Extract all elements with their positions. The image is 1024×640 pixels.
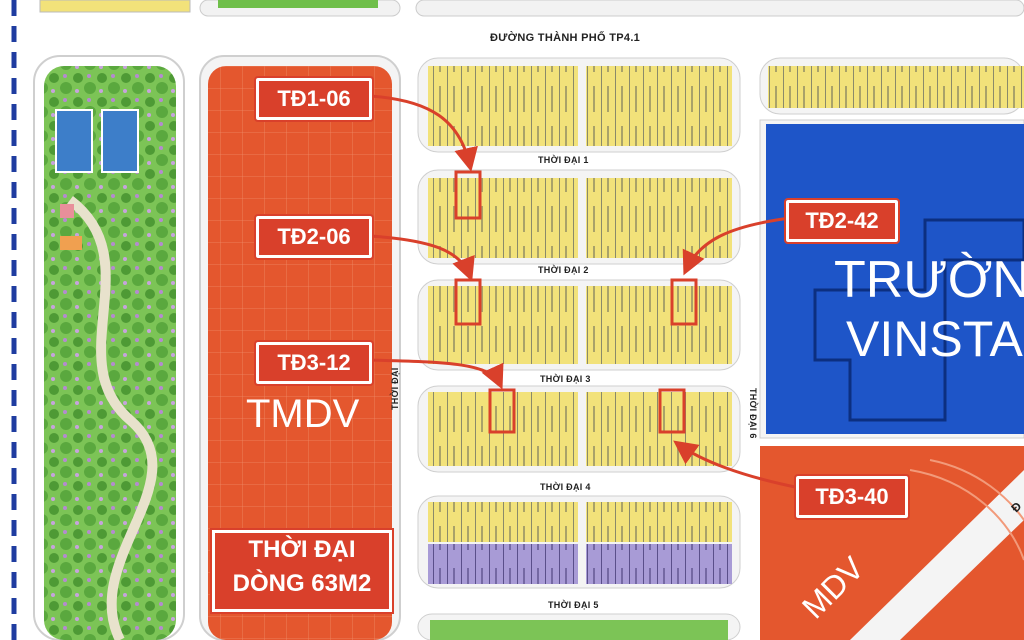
street-thoi-dai-4: THỜI ĐẠI 4 [540,482,591,492]
callout-td3-12: TĐ3-12 [254,340,374,386]
street-tp4-1: ĐƯỜNG THÀNH PHỐ TP4.1 [490,32,641,44]
arrow-td2-42 [682,216,791,276]
callout-td2-06: TĐ2-06 [254,214,374,260]
tennis-court-1 [55,109,93,173]
residential-row-td4 [417,495,741,589]
residential-row-td1b [417,169,741,265]
residential-row-td1 [417,57,741,153]
highlight-td3-12 [488,388,516,434]
arrow-td1-06 [369,94,478,172]
highlight-td2-42 [670,278,698,326]
park-area [33,55,185,640]
residential-row-td2 [417,279,741,371]
street-thoi-dai-6: THỜI ĐẠI 6 [748,388,758,439]
highlight-box: THỜI ĐẠI DÒNG 63M2 [210,528,394,614]
highlight-td3-40 [658,388,686,434]
arrow-td3-40 [673,440,801,490]
street-thoi-dai-left: THỜI ĐẠI [390,367,400,410]
highlight-line-1: THỜI ĐẠI [248,536,356,563]
tmdv-label: TMDV [246,392,360,436]
arrow-td2-06 [369,234,475,282]
callout-td2-42: TĐ2-42 [784,198,900,244]
school-label-line-2: VINSTA [846,311,1023,367]
street-thoi-dai-5: THỜI ĐẠI 5 [548,600,599,610]
arrow-td3-12 [369,358,504,390]
street-thoi-dai-1: THỜI ĐẠI 1 [538,155,589,165]
tennis-court-2 [101,109,139,173]
school-label-line-1: TRƯỜN [834,251,1024,309]
callout-td3-40: TĐ3-40 [794,474,910,520]
residential-row-td3 [417,385,741,473]
callout-td1-06: TĐ1-06 [254,76,374,122]
highlight-line-2: DÒNG 63M2 [232,570,372,597]
street-thoi-dai-3: THỜI ĐẠI 3 [540,374,591,384]
school-zone [759,119,1024,439]
street-thoi-dai-2: THỜI ĐẠI 2 [538,265,589,275]
highlight-td1-06 [454,170,482,220]
